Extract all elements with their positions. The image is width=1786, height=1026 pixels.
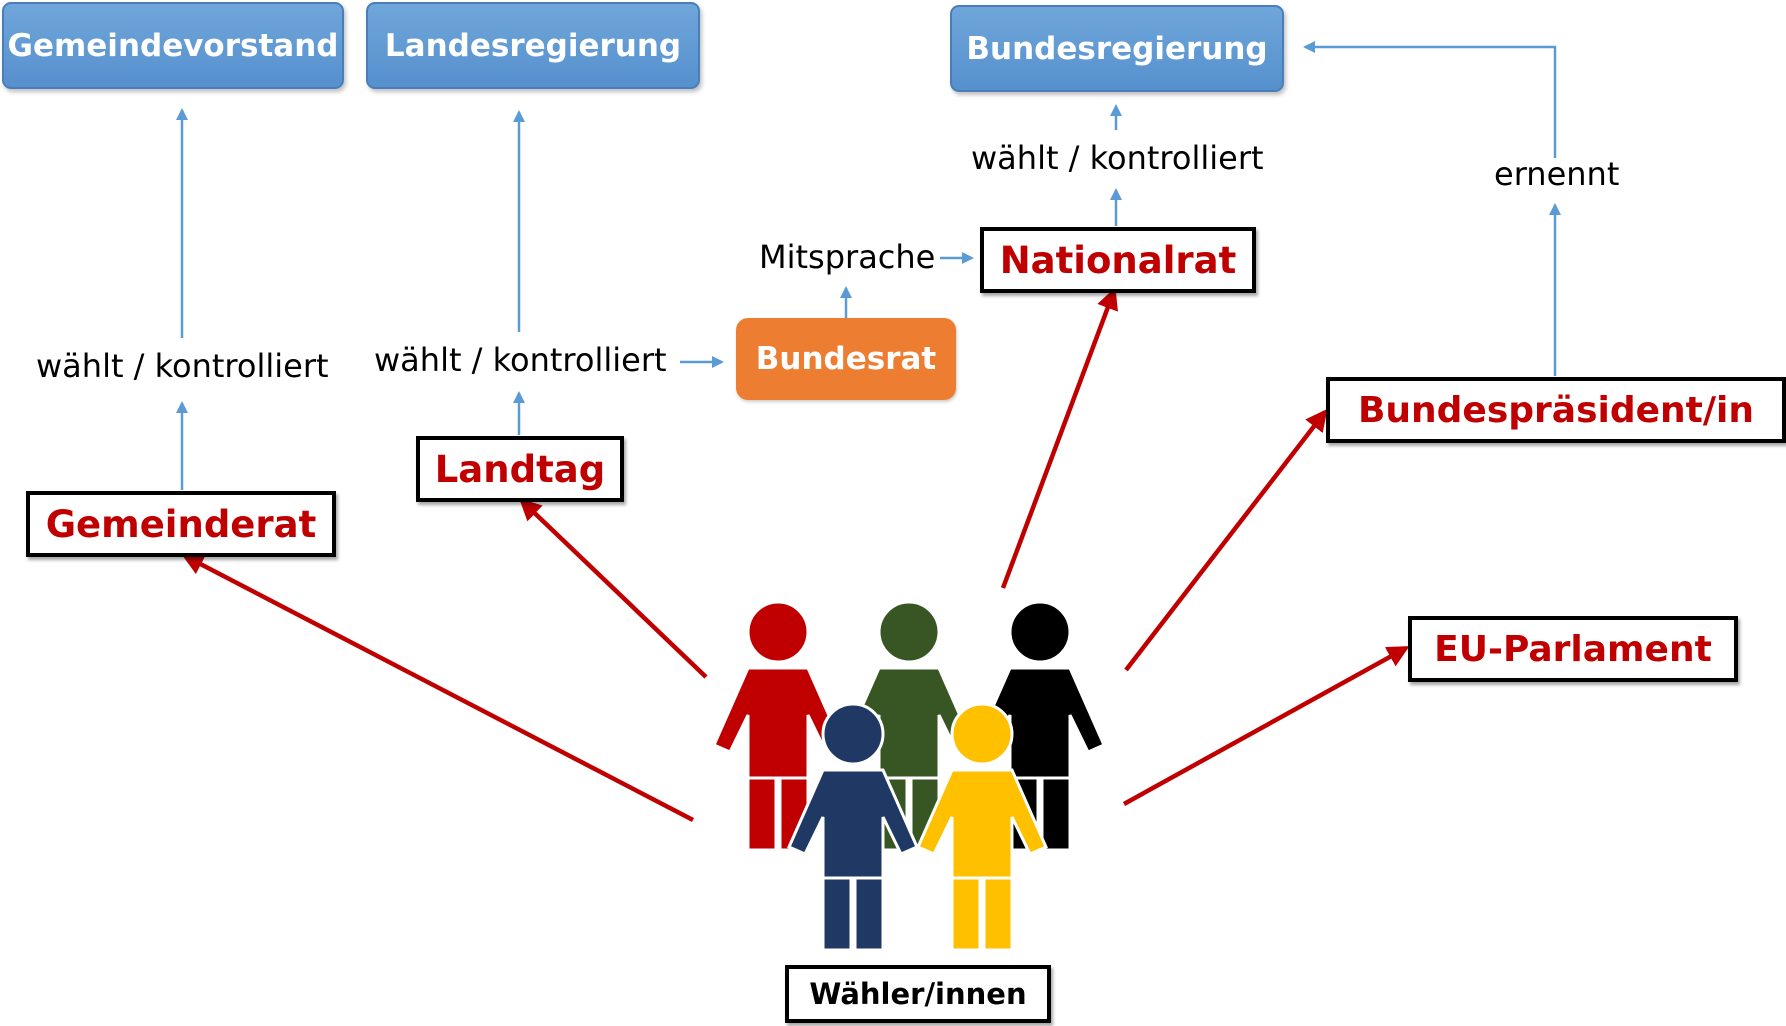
gemeindevorstand-box: Gemeindevorstand	[2, 2, 344, 89]
arrow-voters-nationalrat	[1000, 287, 1119, 589]
waehlt-kontrolliert-label-gemeinde: wählt / kontrolliert	[36, 347, 329, 385]
arrow-voters-eu-parlament	[1122, 646, 1410, 806]
arrow-voters-bundespraesident	[1124, 408, 1328, 672]
ernennt-label: ernennt	[1494, 155, 1620, 193]
voters-figures-icon	[712, 600, 1106, 952]
landesregierung-box: Landesregierung	[366, 2, 700, 89]
mitsprache-label: Mitsprache	[759, 238, 936, 276]
eu-parlament-box: EU-Parlament	[1408, 616, 1738, 682]
voters-label: Wähler/innen	[785, 965, 1051, 1023]
bundesrat-box: Bundesrat	[736, 318, 956, 400]
arrow-ernennt-bundesregierung	[1303, 41, 1557, 158]
nationalrat-box: Nationalrat	[980, 227, 1256, 293]
bundesregierung-box: Bundesregierung	[950, 5, 1284, 92]
gemeinderat-box: Gemeinderat	[26, 491, 336, 557]
person-navy-icon	[787, 702, 919, 952]
landtag-box: Landtag	[416, 436, 624, 502]
bundespraesident-box: Bundespräsident/in	[1326, 377, 1786, 443]
arrow-voters-landtag	[519, 498, 708, 679]
person-yellow-icon	[916, 702, 1048, 952]
person-black-icon	[974, 600, 1106, 852]
arrow-voters-gemeinderat	[181, 554, 695, 822]
waehlt-kontrolliert-label-bund: wählt / kontrolliert	[971, 139, 1264, 177]
waehlt-kontrolliert-label-land: wählt / kontrolliert	[374, 341, 667, 379]
